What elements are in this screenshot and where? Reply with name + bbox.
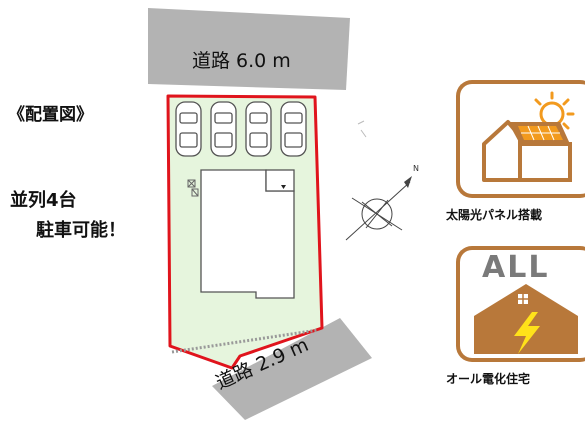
meter-mark bbox=[191, 188, 199, 197]
south-road bbox=[212, 318, 372, 420]
solar-caption: 太陽光パネル搭載 bbox=[446, 208, 543, 222]
compass-north-label: N bbox=[413, 164, 419, 173]
car-icon bbox=[175, 101, 202, 157]
north-road bbox=[148, 8, 350, 90]
car-icon bbox=[280, 101, 307, 157]
all-electric-caption: オール電化住宅 bbox=[446, 372, 531, 386]
entry-marker bbox=[281, 185, 286, 189]
page-title: 《配置図》 bbox=[8, 105, 93, 125]
car-icon bbox=[210, 101, 237, 157]
entry-box bbox=[265, 169, 295, 192]
all-label: ALL bbox=[482, 250, 550, 285]
parked-cars bbox=[175, 101, 307, 157]
parking-line-1: 並列4台 bbox=[10, 190, 77, 211]
retaining-line bbox=[171, 328, 319, 354]
compass-icon bbox=[345, 176, 412, 241]
faint-mark bbox=[357, 120, 367, 138]
solar-badge bbox=[456, 80, 585, 198]
solar-house-icon bbox=[482, 91, 575, 182]
all-electric-house-icon bbox=[474, 284, 578, 354]
meter-mark bbox=[187, 179, 196, 188]
north-road-label: 道路 6.0 m bbox=[192, 50, 291, 72]
parking-line-2: 駐車可能！ bbox=[36, 220, 126, 241]
car-icon bbox=[245, 101, 272, 157]
all-electric-badge: ALL bbox=[456, 246, 585, 362]
